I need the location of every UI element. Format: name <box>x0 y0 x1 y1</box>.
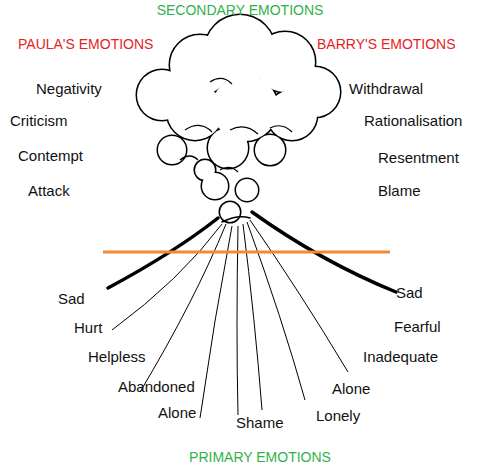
person-heading: PAULA'S EMOTIONS <box>18 37 153 51</box>
emotion-label: Hurt <box>74 320 102 335</box>
emotion-label: Contempt <box>18 148 83 163</box>
emotion-label: Withdrawal <box>349 81 423 96</box>
emotion-label: Fearful <box>394 319 441 334</box>
emotion-label: Helpless <box>88 349 146 364</box>
emotion-label: Shame <box>236 415 284 430</box>
lava-streaks <box>112 220 348 418</box>
section-heading: SECONDARY EMOTIONS <box>157 3 324 17</box>
emotion-label: Inadequate <box>363 349 438 364</box>
emotion-label: Criticism <box>10 113 68 128</box>
emotion-label: Alone <box>332 381 370 396</box>
emotion-label: Abandoned <box>118 379 195 394</box>
cloud-outline <box>137 15 340 222</box>
emotion-label: Attack <box>28 183 70 198</box>
cloud-curls <box>180 78 292 172</box>
emotion-label: Negativity <box>36 81 102 96</box>
cloud-fill <box>137 15 340 222</box>
divider-line <box>103 251 390 254</box>
emotion-label: Alone <box>158 405 196 420</box>
emotion-label: Resentment <box>378 150 459 165</box>
emotion-label: Rationalisation <box>364 113 462 128</box>
person-heading: BARRY'S EMOTIONS <box>317 37 456 51</box>
emotion-label: Lonely <box>316 408 360 423</box>
emotion-label: Sad <box>58 291 85 306</box>
emotion-label: Sad <box>396 285 423 300</box>
section-heading: PRIMARY EMOTIONS <box>189 450 331 464</box>
emotion-label: Blame <box>378 183 421 198</box>
